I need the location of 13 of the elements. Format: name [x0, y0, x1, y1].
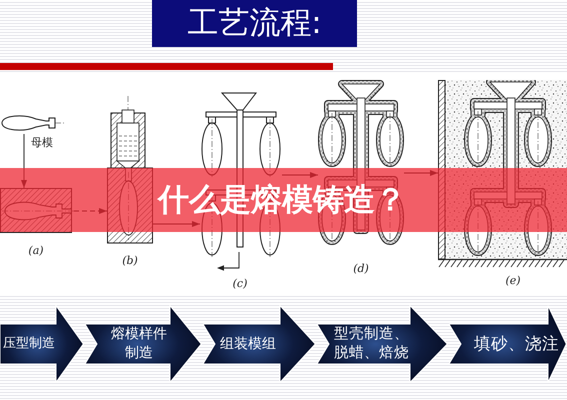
process-step: 压型制造 — [0, 305, 84, 383]
process-step: 型壳制造、脱蜡、焙烧 — [317, 305, 448, 383]
slide-title: 工艺流程: — [152, 0, 357, 47]
process-step: 填砂、浇注 — [449, 305, 567, 383]
figure-label: (c) — [232, 277, 248, 291]
figure-label: (a) — [28, 244, 44, 258]
process-step: 熔模样件制造 — [85, 305, 202, 383]
figure-label: (d) — [353, 262, 369, 276]
figure-label: (e) — [505, 274, 521, 288]
part-label: 母模 — [31, 136, 53, 150]
process-step: 组装模组 — [203, 305, 316, 383]
headline: 什么是熔模铸造？ — [158, 183, 406, 217]
figure-label: (b) — [122, 254, 138, 268]
